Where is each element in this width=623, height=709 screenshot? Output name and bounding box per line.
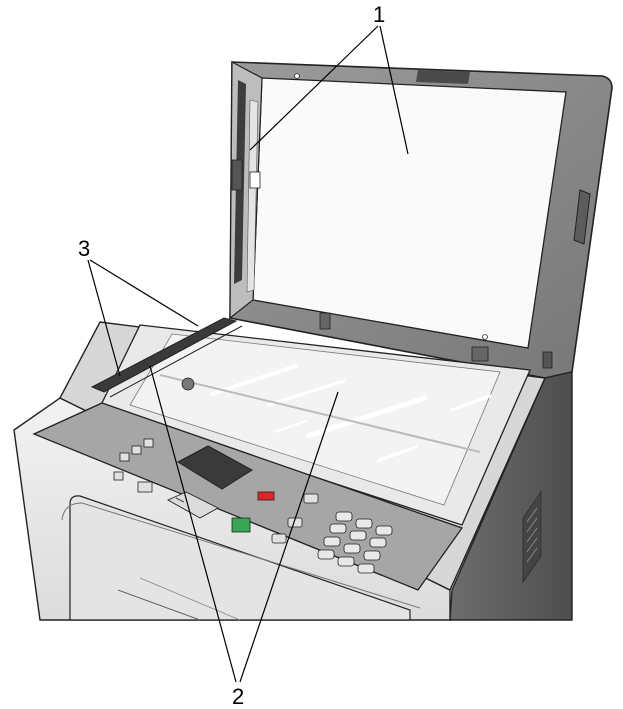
control-panel — [32, 402, 464, 591]
lcd-display — [176, 445, 253, 490]
glass-rear-strip — [90, 312, 553, 398]
callout-2-label: 2 — [232, 684, 244, 709]
side-vent — [522, 491, 542, 583]
start-button[interactable] — [231, 517, 251, 533]
numeric-keypad — [317, 511, 393, 574]
callout-1-label: 1 — [373, 2, 385, 27]
leader-lines — [87, 25, 409, 683]
callout-3-label: 3 — [78, 236, 90, 261]
scanner-lid — [229, 61, 613, 379]
stop-button[interactable] — [257, 491, 275, 501]
lid-white-underside — [252, 77, 567, 349]
